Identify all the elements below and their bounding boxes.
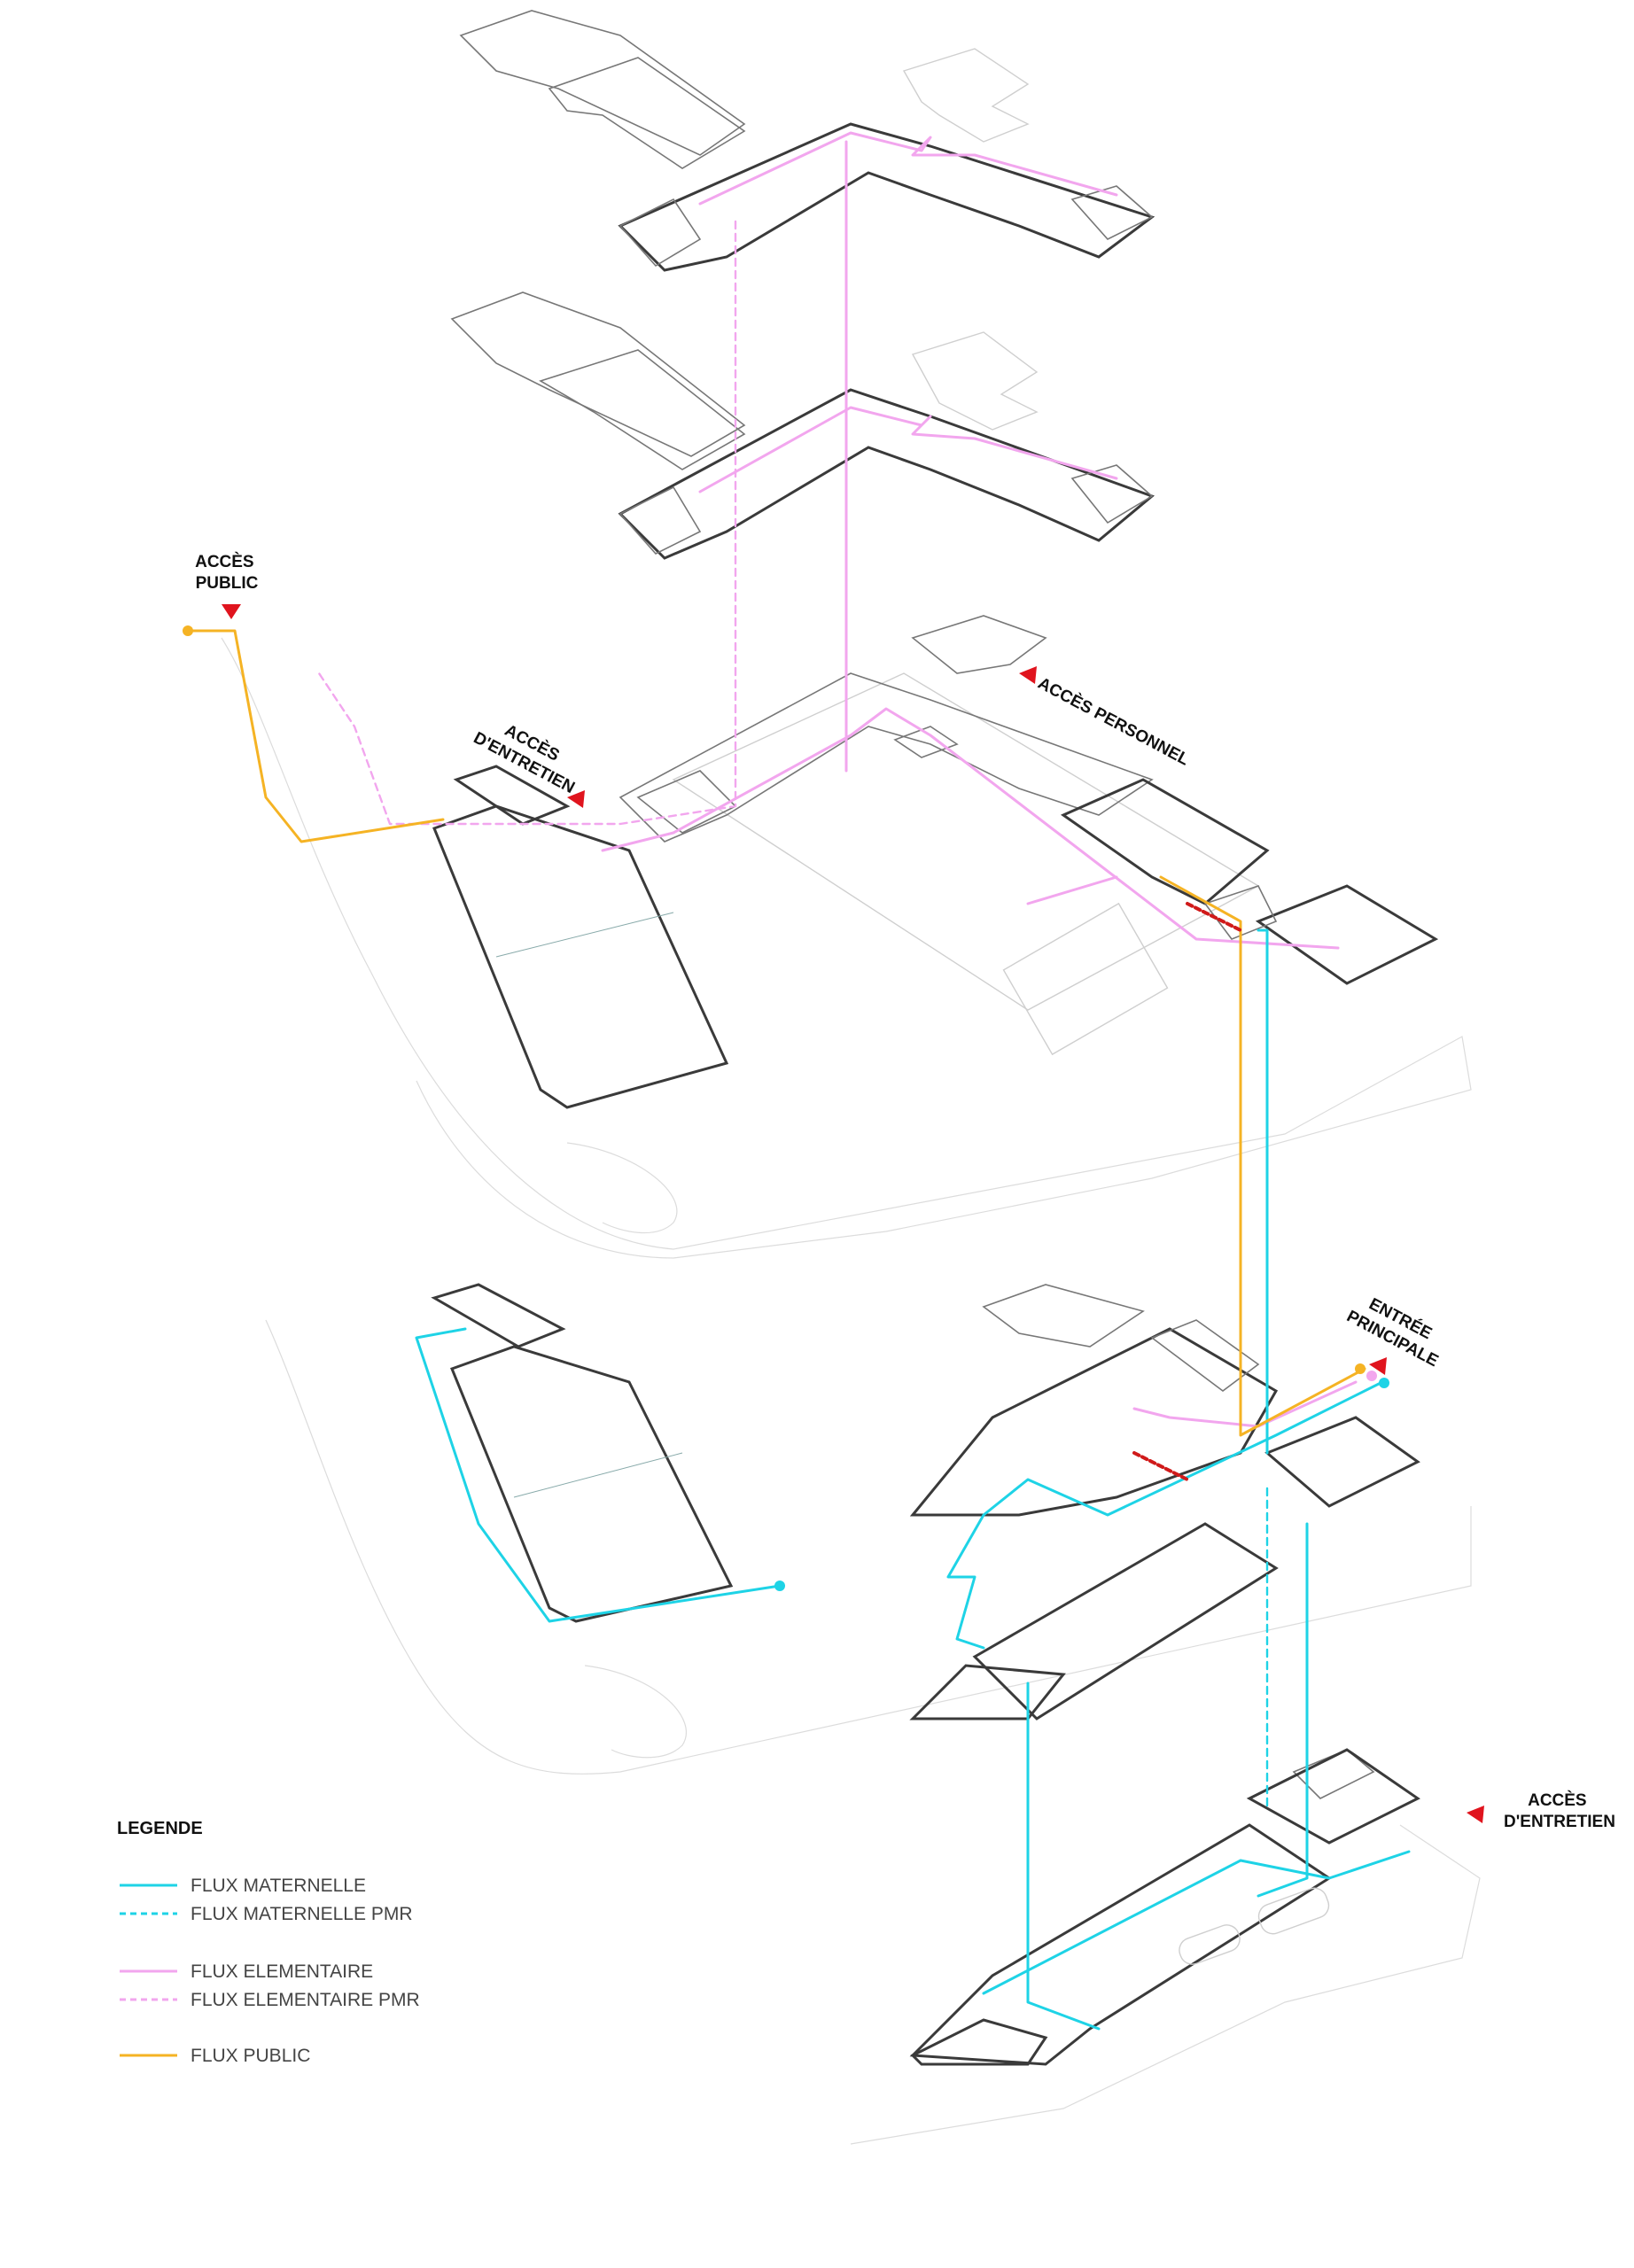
flow-maternelle-main [946,1380,1384,1650]
level1-staff-block [1060,778,1270,905]
label-acces-personnel-text: ACCÈS PERSONNEL [1035,673,1193,770]
flow-elementaire-pmr [317,220,737,826]
floor-level-0 [265,1283,1472,1775]
legend-label-public: FLUX PUBLIC [191,2046,310,2066]
label-acces-public-line2: PUBLIC [196,574,259,593]
flow-elementaire-level1 [601,707,1340,950]
marker-acces-entretien-1 [567,790,585,808]
level1-salmon-block [1255,884,1439,985]
levelm1-pool-1 [1179,1924,1241,1965]
public-start-dot [183,625,193,636]
level3-corner-block [619,198,702,268]
level0-yellow-main [909,1327,1279,1517]
flow-maternelle-bottom [982,1850,1411,1995]
level1-north-yellow [911,615,1047,674]
level2-west-wing-ghost [450,291,746,457]
marker-entree-principale [1369,1357,1387,1375]
level2-north-wing [539,349,746,470]
flow-maternelle-gym [415,1327,782,1623]
svg-text:ENTRÉE PRINCIPALE: ENTRÉE PRINCIPALE [1343,1287,1451,1371]
level0-site-curve [584,1665,687,1759]
floor-level-2 [450,291,1155,560]
levelm1-site-ghost [850,1824,1481,2145]
level1-green-room [893,726,959,758]
label-acces-public: ACCÈS PUBLIC [195,552,259,593]
flow-red-link-1 [1186,902,1242,932]
legend-label-maternelle-pmr: FLUX MATERNELLE PMR [191,1904,413,1924]
flow-maternelle-vertical-b [1257,1522,1309,1898]
level3-north-wing [548,57,746,169]
level0-cyan-wing [972,1522,1279,1720]
legend-label-elementaire: FLUX ELEMENTAIRE [191,1961,373,1982]
level3-ghost-outline [902,48,1030,143]
level3-west-wing-ghost [459,10,746,156]
level2-corner-block [619,485,702,555]
level0-ghost-block [982,1284,1145,1348]
flows [183,131,1411,2031]
level1-gym-divider [495,912,674,958]
level0-cyan-end [909,1664,1066,1720]
level0-gym-divider [513,1452,683,1498]
flow-elementaire-level2 [698,406,1118,493]
legend-label-maternelle: FLUX MATERNELLE [191,1876,366,1896]
flow-maternelle-vertical-a [1257,928,1269,1455]
level2-ghost-outline [911,331,1039,431]
flow-elementaire-arrow [1026,875,1118,905]
gym-end-dot [774,1581,785,1591]
flow-red-link-2 [1132,1451,1189,1481]
access-markers [222,604,1484,1823]
levelm1-cyan-wing [909,1823,1332,2066]
level0-site-ghost [265,1319,1472,1775]
levelm1-cyan-end [910,2018,1048,2066]
level3-l-building [618,122,1155,272]
label-entree-principale: ENTRÉE PRINCIPALE [1343,1287,1451,1371]
level2-l-building [618,388,1155,560]
level0-gym-annex [431,1283,566,1348]
level0-salmon-room [1150,1319,1260,1392]
label-acces-entretien-2: ACCÈS D'ENTRETIEN [1504,1790,1615,1831]
marker-acces-entretien-2 [1467,1806,1484,1823]
legend-label-elementaire-pmr: FLUX ELEMENTAIRE PMR [191,1990,420,2010]
level1-site-curve [566,1142,678,1234]
flow-public-access [186,629,445,843]
label-acces-personnel: ACCÈS PERSONNEL [1035,673,1193,770]
level0-gym [450,1345,734,1623]
levelm1-pool-2 [1257,1887,1330,1935]
flow-public-vertical [1159,875,1366,1437]
level0-cyan-east [1264,1416,1420,1508]
level1-passage [1203,885,1278,940]
level1-main-l [619,672,1154,843]
marker-acces-personnel [1019,666,1037,684]
entry-dot-maternelle [1379,1378,1389,1388]
marker-acces-public [222,604,241,619]
flow-maternelle-vertical-c [1026,1682,1101,2031]
label-acces-entretien-2-line2: D'ENTRETIEN [1504,1813,1615,1831]
level2-end-block [1070,464,1154,524]
levelm1-east-block [1246,1748,1420,1845]
floor-level-1 [221,615,1472,1259]
legend-title: LEGENDE [117,1819,203,1838]
floor-level-minus1 [850,1748,1481,2145]
label-acces-public-line1: ACCÈS [195,552,254,571]
entry-dot-public [1355,1363,1366,1374]
label-acces-entretien-2-line1: ACCÈS [1528,1790,1587,1810]
legend: LEGENDE FLUX MATERNELLE FLUX MATERNELLE … [117,1819,420,2066]
level1-gym [432,804,729,1109]
level1-site-ghost [221,637,1472,1259]
entry-dot-elementaire [1366,1371,1377,1381]
flow-elementaire-entry [1132,1380,1358,1428]
floor-level-3 [459,10,1155,272]
level1-court [1002,902,1169,1056]
level1-yard-ghost [672,672,1260,1011]
flow-elementaire-top [698,131,1118,206]
level1-gym-annex [453,765,571,826]
